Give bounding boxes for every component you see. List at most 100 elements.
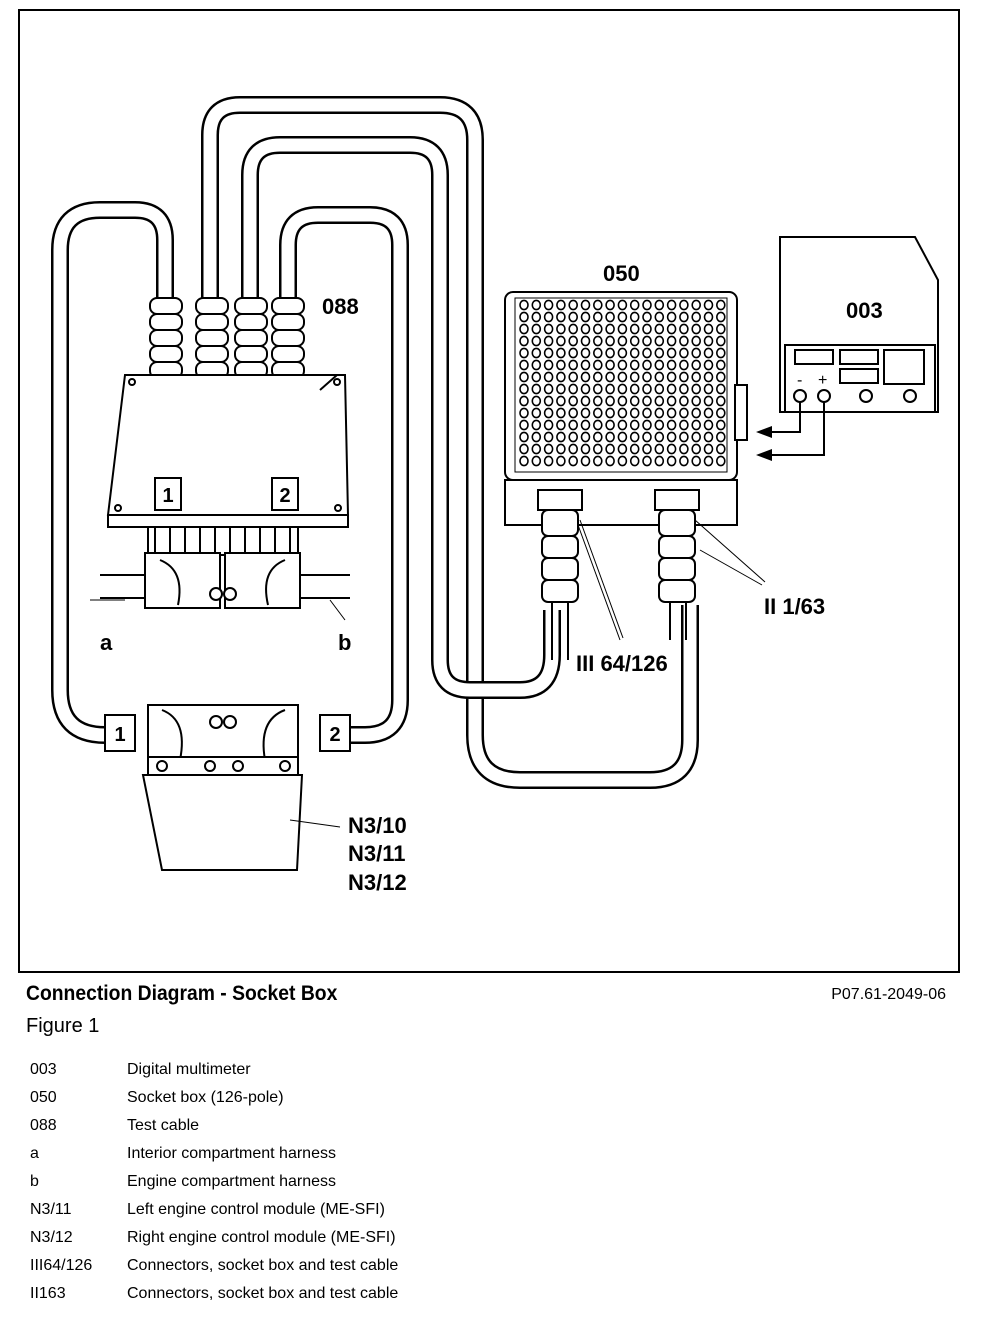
socket-pin bbox=[617, 455, 628, 467]
socket-pin bbox=[592, 359, 603, 371]
socket-pin bbox=[715, 311, 726, 323]
socket-pin bbox=[580, 347, 591, 359]
label-connector-iii: III 64/126 bbox=[576, 651, 668, 676]
socket-pin bbox=[691, 323, 702, 335]
socket-pin bbox=[617, 443, 628, 455]
socket-pin bbox=[592, 335, 603, 347]
socket-pin bbox=[715, 371, 726, 383]
socket-pin bbox=[629, 323, 640, 335]
test-cable-box bbox=[106, 374, 350, 528]
socket-pin bbox=[556, 419, 566, 431]
legend-code: a bbox=[30, 1145, 39, 1162]
socket-pin bbox=[556, 431, 566, 443]
socket-pin bbox=[543, 299, 554, 311]
socket-pin bbox=[691, 371, 702, 383]
socket-pin bbox=[519, 335, 529, 347]
socket-pin bbox=[592, 431, 603, 443]
harness-connectors-upper bbox=[90, 526, 350, 621]
socket-pin bbox=[691, 419, 702, 431]
socket-pin bbox=[543, 371, 554, 383]
socket-pin bbox=[568, 359, 579, 371]
label-a: a bbox=[100, 630, 113, 655]
socket-pin bbox=[617, 431, 628, 443]
port-2-label: 2 bbox=[279, 485, 290, 507]
label-n3-11: N3/11 bbox=[348, 841, 406, 866]
ecm-port-2-label: 2 bbox=[329, 724, 340, 746]
socket-pin bbox=[629, 455, 640, 467]
legend-code: III64/126 bbox=[30, 1257, 93, 1274]
socket-pin bbox=[679, 371, 689, 383]
socket-pin bbox=[691, 335, 702, 347]
plus-terminal-label: + bbox=[818, 372, 827, 389]
socket-pin bbox=[617, 371, 628, 383]
socket-pin bbox=[543, 407, 554, 419]
socket-pin bbox=[580, 299, 591, 311]
socket-pin bbox=[703, 419, 714, 431]
socket-pin bbox=[605, 347, 615, 359]
socket-pin bbox=[568, 299, 579, 311]
test-cable-port-labels: 1 2 bbox=[154, 477, 299, 511]
socket-box-connectors bbox=[537, 489, 766, 660]
socket-pin bbox=[679, 455, 689, 467]
socket-pin bbox=[592, 383, 603, 395]
socket-pin bbox=[605, 323, 615, 335]
socket-pin bbox=[543, 431, 554, 443]
socket-pin bbox=[556, 407, 566, 419]
socket-pin bbox=[654, 323, 665, 335]
socket-pin bbox=[679, 323, 689, 335]
legend-description: Test cable bbox=[127, 1117, 200, 1134]
socket-pin bbox=[531, 359, 542, 371]
socket-pin bbox=[715, 407, 726, 419]
diagram-title: Connection Diagram - Socket Box bbox=[26, 982, 338, 1005]
socket-pin bbox=[629, 407, 640, 419]
socket-pin bbox=[519, 383, 529, 395]
socket-pin bbox=[654, 443, 665, 455]
socket-pin bbox=[556, 455, 566, 467]
socket-pin bbox=[617, 395, 628, 407]
socket-pin bbox=[654, 395, 665, 407]
socket-pin bbox=[592, 299, 603, 311]
socket-pin bbox=[642, 431, 652, 443]
socket-pin bbox=[691, 359, 702, 371]
socket-pin bbox=[556, 383, 566, 395]
socket-pin bbox=[691, 347, 702, 359]
socket-pin bbox=[556, 371, 566, 383]
socket-pin bbox=[519, 299, 529, 311]
socket-pin bbox=[703, 347, 714, 359]
socket-pin bbox=[592, 407, 603, 419]
socket-pin bbox=[666, 299, 677, 311]
figure-reference: Figure 1 bbox=[26, 1015, 100, 1037]
socket-pin bbox=[642, 455, 652, 467]
socket-pin bbox=[715, 335, 726, 347]
socket-pin bbox=[654, 311, 665, 323]
socket-pin bbox=[531, 419, 542, 431]
socket-pin bbox=[642, 347, 652, 359]
legend-description: Digital multimeter bbox=[127, 1061, 251, 1078]
socket-pin bbox=[666, 347, 677, 359]
socket-pin bbox=[654, 383, 665, 395]
socket-pin bbox=[592, 443, 603, 455]
socket-pin bbox=[543, 311, 554, 323]
socket-pin bbox=[568, 407, 579, 419]
legend-description: Interior compartment harness bbox=[127, 1145, 336, 1162]
socket-pin bbox=[543, 395, 554, 407]
lead-arrow-lower bbox=[756, 449, 772, 461]
socket-pin bbox=[531, 311, 542, 323]
socket-pin bbox=[715, 323, 726, 335]
legend-code: N3/12 bbox=[30, 1229, 73, 1246]
socket-pin bbox=[642, 443, 652, 455]
socket-pin bbox=[666, 431, 677, 443]
label-b: b bbox=[338, 630, 351, 655]
socket-pin bbox=[642, 419, 652, 431]
socket-pin bbox=[592, 395, 603, 407]
socket-pin bbox=[531, 371, 542, 383]
socket-pin bbox=[666, 335, 677, 347]
socket-pin bbox=[605, 311, 615, 323]
socket-pin bbox=[568, 383, 579, 395]
socket-pin bbox=[568, 323, 579, 335]
socket-pin bbox=[679, 335, 689, 347]
socket-pin bbox=[642, 299, 652, 311]
socket-pin bbox=[654, 347, 665, 359]
